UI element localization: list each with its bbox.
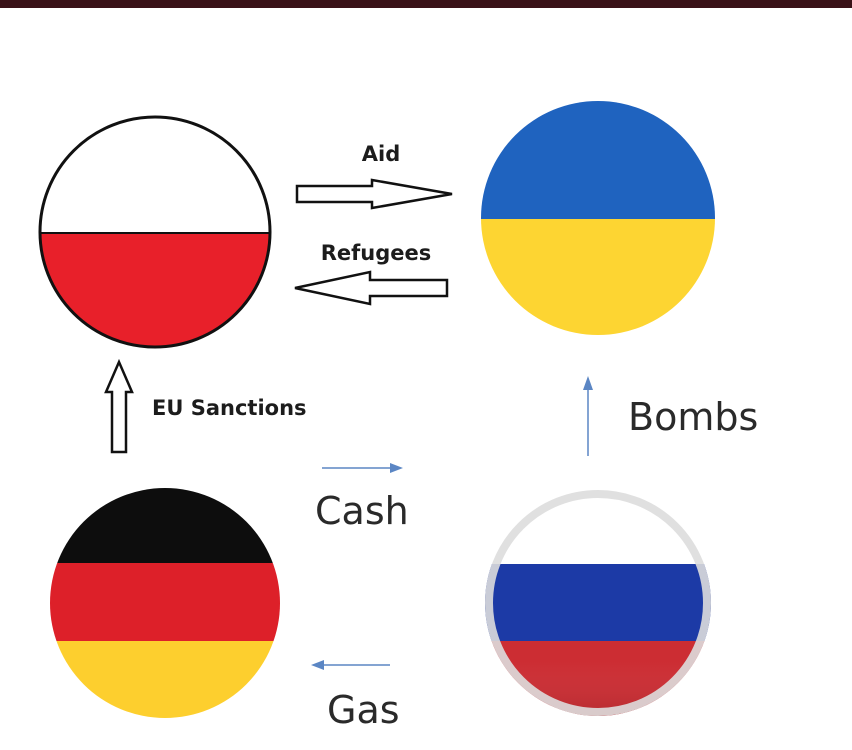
cash-arrow-icon	[322, 463, 403, 473]
cash-label: Cash	[315, 489, 409, 533]
ukraine-flag-icon	[481, 101, 715, 335]
poland-flag-icon	[38, 115, 272, 349]
bombs-arrow-icon	[583, 376, 593, 456]
gas-arrow-icon	[311, 660, 390, 670]
bombs-label: Bombs	[628, 395, 758, 439]
top-bar	[0, 0, 852, 8]
poland-stripe-red	[40, 233, 270, 347]
germany-stripe-black	[50, 488, 280, 563]
refugees-label: Refugees	[321, 241, 432, 265]
russia-flag-icon	[485, 490, 711, 716]
ukraine-stripe-yellow	[481, 219, 715, 335]
eu-sanctions-label: EU Sanctions	[152, 396, 307, 420]
aid-arrow-icon	[295, 178, 453, 210]
germany-flag-icon	[50, 488, 280, 718]
ukraine-stripe-blue	[481, 101, 715, 219]
aid-label: Aid	[362, 142, 400, 166]
poland-stripe-white	[40, 117, 270, 233]
refugees-arrow-icon	[294, 270, 449, 306]
germany-stripe-gold	[50, 641, 280, 718]
germany-stripe-red	[50, 563, 280, 641]
gas-label: Gas	[327, 688, 400, 732]
eu-sanctions-arrow-icon	[104, 358, 134, 454]
